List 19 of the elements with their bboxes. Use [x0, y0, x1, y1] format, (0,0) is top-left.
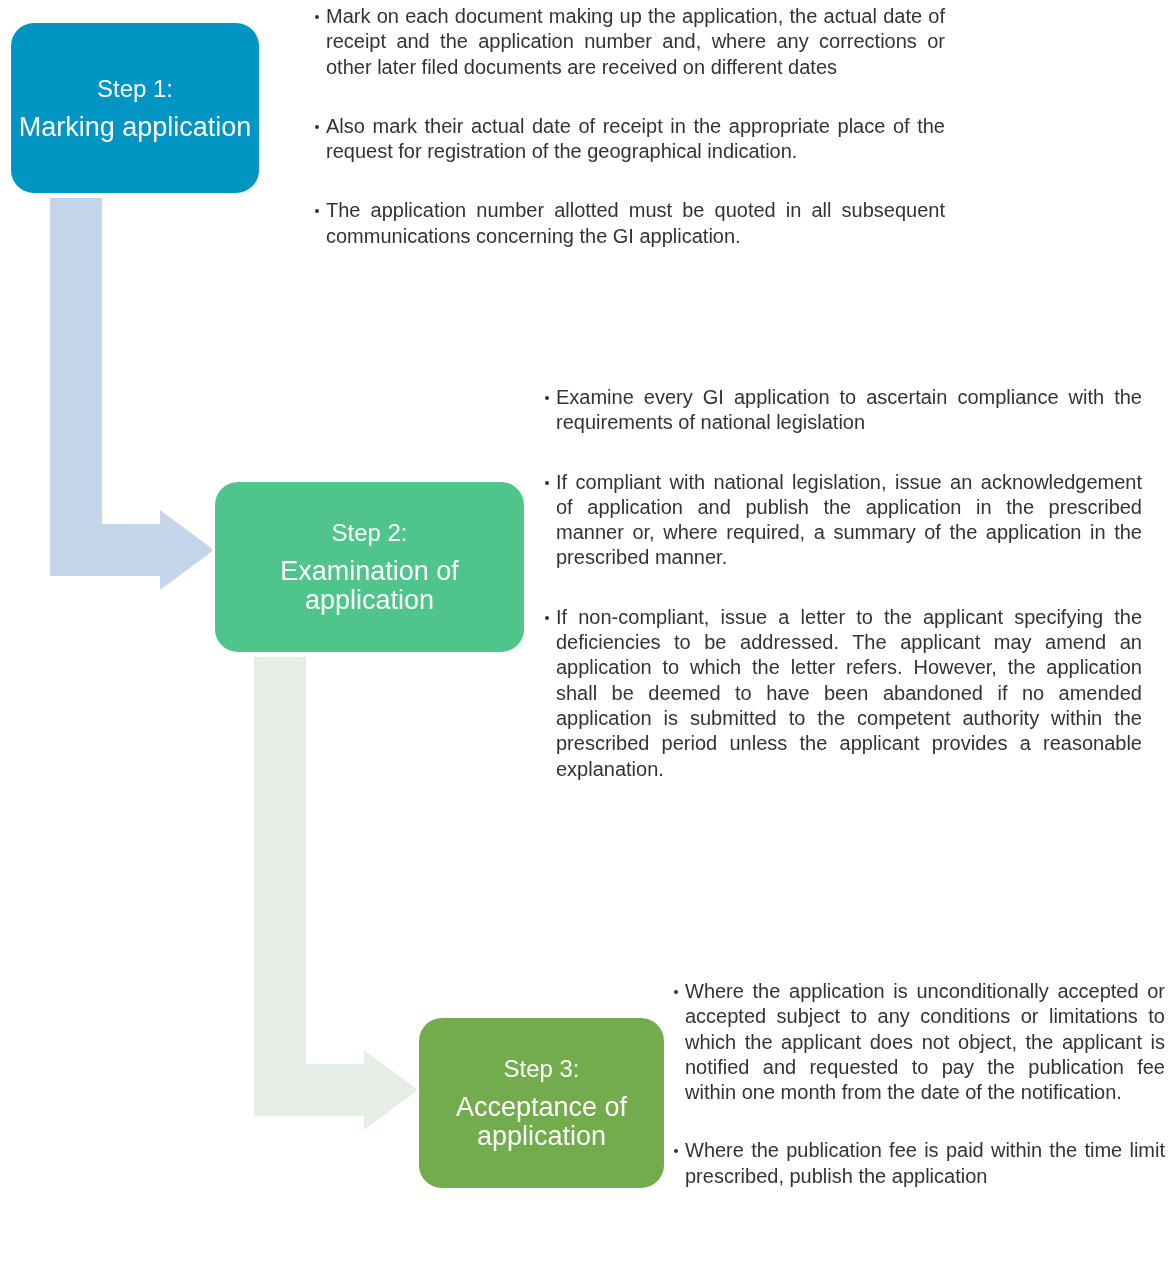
bullet-text: Also mark their actual date of receipt in the appropriate place of the request for registration of the geographical indication.: [313, 113, 945, 165]
step-title: Acceptance of application: [454, 1093, 629, 1151]
step-title: Examination of application: [279, 557, 460, 615]
step-box: [212, 479, 527, 655]
bullet-text: Where the publication fee is paid within the time limit prescribed, publish the application: [672, 1138, 1165, 1190]
bullet-text: Where the application is unconditionally accepted or accepted subject to any conditions or limitations to which the applicant does not object, the applicant is notified and requested to pay the publication fee within one month from the date of the notification.: [672, 979, 1165, 1106]
step-box: [416, 1015, 667, 1191]
bullet-text: If compliant with national legislation, issue an acknowledgement of application and publish the application in the prescribed manner or, where required, a summary of the application in the prescribed manner.: [543, 469, 1142, 571]
step-number: Step 3:: [503, 1055, 580, 1083]
step-number: Step 1:: [96, 74, 174, 103]
arrow: [254, 657, 418, 1130]
bullet-text: Mark on each document making up the application, the actual date of receipt and the application number and, where any corrections or other later filed documents are received on different dates: [313, 4, 945, 80]
bullet-text: Examine every GI application to ascertain compliance with the requirements of national legislation: [543, 385, 1142, 436]
bullet-text: If non-compliant, issue a letter to the applicant specifying the deficiencies to be addressed. The applicant may amend an application to which the letter refers. However, the application shall be deemed to have been abandoned if no amended application is submitted to the competent authority within the prescribed period unless the applicant provides a reasonable explanation.: [543, 604, 1142, 782]
arrow: [50, 198, 214, 590]
step-title: Marking application: [18, 112, 252, 142]
step-number: Step 2:: [331, 519, 408, 547]
bullet-text: The application number allotted must be quoted in all subsequent communications concerning the GI application.: [313, 198, 945, 250]
step-box: [8, 20, 262, 196]
